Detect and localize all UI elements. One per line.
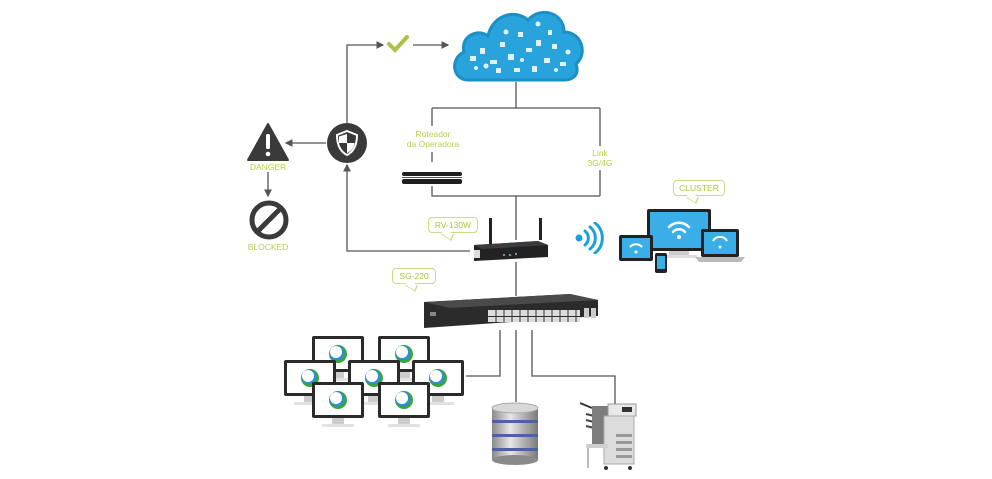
line-isp-to-router-bus: [431, 186, 600, 197]
warning-icon: [247, 123, 289, 161]
cluster-devices-icon: [619, 209, 745, 273]
line-switch-to-workstations: [466, 330, 501, 377]
cloud-icon: [453, 10, 584, 82]
switch-device[interactable]: [420, 292, 600, 332]
printer-icon: [579, 402, 637, 470]
line-firewall-to-check: [346, 41, 385, 123]
router-callout: RV-130W: [428, 217, 478, 233]
isp-router-device[interactable]: [402, 172, 462, 186]
isp-router-label: Roteador da Operadora: [398, 129, 468, 149]
cluster-callout: CLUSTER: [673, 180, 725, 196]
router-icon: [474, 218, 548, 261]
wifi-signal: [574, 222, 604, 254]
cloud-node[interactable]: [448, 2, 586, 84]
danger-label: DANGER: [249, 162, 287, 172]
link-label-line2: 3G/4G: [587, 158, 613, 168]
isp-router-top: [402, 172, 462, 176]
line-router-to-firewall: [343, 163, 470, 252]
blocked-icon: [249, 200, 289, 240]
switch-callout: SG-220: [392, 268, 436, 284]
database-icon: [491, 402, 539, 465]
isp-router-base: [402, 179, 462, 184]
check-icon: [387, 35, 409, 53]
cluster-devices[interactable]: [617, 207, 745, 275]
blocked-label: BLOCKED: [247, 242, 289, 252]
allowed-check-node: [386, 33, 410, 55]
shield-icon: [327, 123, 367, 163]
link-label-line1: Link: [592, 148, 608, 158]
line-switch-to-printer: [531, 330, 616, 404]
isp-router-label-line1: Roteador: [415, 129, 451, 139]
isp-router-label-line2: da Operadora: [406, 139, 460, 149]
workstations-icon: [284, 336, 464, 427]
firewall-node[interactable]: [326, 122, 368, 164]
printer-node[interactable]: [578, 400, 640, 472]
wifi-signal-icon: [575, 222, 604, 254]
router-device[interactable]: [470, 215, 550, 263]
blocked-node[interactable]: [248, 199, 290, 241]
switch-icon: [424, 294, 598, 328]
link-3g4g-label: Link 3G/4G: [580, 148, 620, 168]
database-node[interactable]: [490, 402, 540, 466]
danger-node[interactable]: [246, 122, 290, 162]
workstations-group[interactable]: [282, 334, 468, 440]
